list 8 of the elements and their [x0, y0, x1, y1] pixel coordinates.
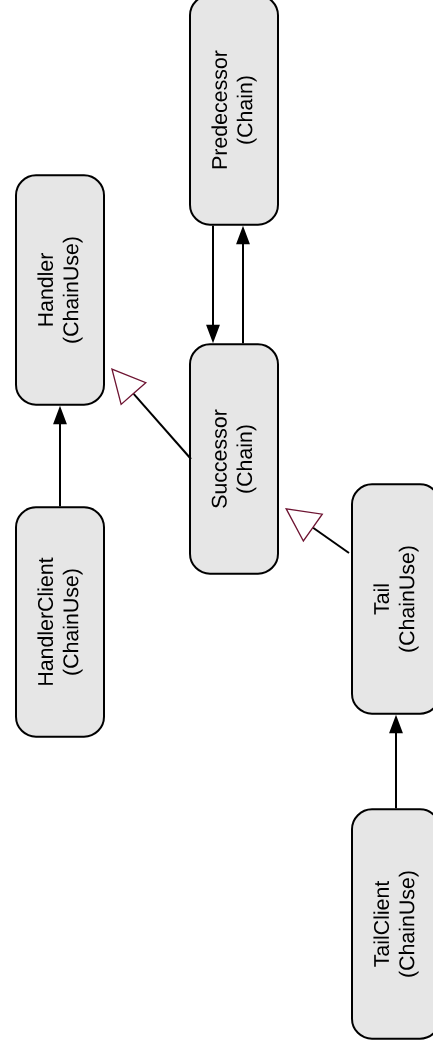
rounded-box: Successor (Chain): [189, 343, 279, 575]
rounded-box: HandlerClient (ChainUse): [15, 506, 105, 738]
rounded-box: Tail (ChainUse): [351, 483, 433, 715]
arrow: [285, 508, 350, 554]
rounded-box: Predecessor (Chain): [189, 0, 279, 226]
rounded-box: Handler (ChainUse): [15, 174, 105, 406]
arrow: [111, 368, 192, 460]
rounded-box: TailClient (ChainUse): [351, 808, 433, 1040]
